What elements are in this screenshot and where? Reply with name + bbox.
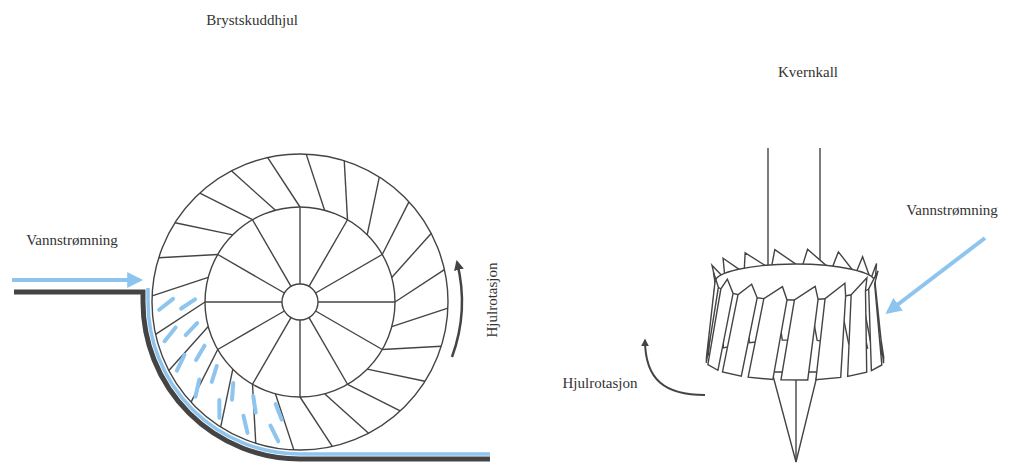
water-dash (276, 404, 282, 419)
wheel-blade (348, 384, 401, 411)
wheel-spoke (299, 320, 300, 397)
wheel-spoke (253, 318, 292, 385)
turbine-tip-edge (795, 378, 796, 462)
shaft-edge (767, 148, 768, 280)
wheel-blade (325, 394, 369, 433)
wheel-blade (367, 369, 425, 381)
wheel-spoke (316, 255, 383, 294)
wheel-blade (367, 177, 379, 235)
wheel-blade (231, 171, 275, 210)
wheel-inner-rim (205, 207, 395, 397)
water-dash (186, 323, 197, 335)
wheel-blade (395, 270, 444, 302)
wheel-blade (392, 233, 431, 277)
channel-wall (14, 292, 490, 459)
wheel-blade (306, 154, 324, 210)
water-dash (196, 346, 204, 360)
wheel-blade (392, 308, 448, 326)
figure-label: Hjulrotasjon (563, 374, 638, 392)
water-dash (253, 396, 255, 412)
water-dash (270, 426, 278, 442)
water-flow-arrow (12, 278, 140, 282)
rotation-arrow (452, 262, 462, 357)
wheel-spoke (318, 301, 395, 302)
wheel-blade (152, 277, 208, 295)
wheel-spoke (299, 207, 300, 284)
water-dash (177, 355, 185, 371)
water-dash (195, 379, 199, 396)
turbine-blades-front (706, 271, 882, 380)
wheel-blade (200, 193, 253, 220)
wheel-blade (159, 255, 218, 258)
rotation-arrow (645, 340, 705, 395)
breastshot-wheel (152, 154, 448, 450)
wheel-blade (191, 350, 218, 403)
wheel-spoke (218, 255, 285, 294)
figure-label: Brystskuddhjul (206, 11, 298, 29)
turbine-blade (748, 287, 787, 380)
turbine-blade (816, 283, 846, 379)
wheel-spoke (218, 311, 285, 350)
wheel-spoke (309, 318, 348, 385)
wheel-blade (175, 223, 233, 235)
figure-label: Vannstrømning (906, 201, 998, 219)
kvernkall-turbine (706, 148, 883, 462)
wheel-blade (382, 346, 441, 349)
wheel-blade (268, 158, 300, 207)
rotation-label: Hjulrotasjon (483, 263, 501, 338)
wheel-spoke (205, 301, 282, 302)
wheel-spoke (316, 311, 383, 350)
water-dash (217, 400, 221, 418)
figure-label: Vannstrømning (26, 231, 118, 249)
water-dash (181, 299, 195, 308)
wheel-hub (282, 284, 318, 320)
water-dash (212, 366, 217, 382)
water-dash (159, 299, 173, 310)
wheel-spokes (205, 207, 395, 397)
wheel-blade (344, 161, 347, 220)
water-in-buckets (159, 299, 281, 442)
figure-label: Kvernkall (778, 63, 838, 81)
wheel-blade (300, 397, 332, 446)
turbine-blade (869, 271, 882, 371)
turbine-blade (848, 278, 867, 377)
water-flow-arrow (888, 238, 985, 312)
wheel-blade (221, 369, 233, 427)
wheel-spoke (309, 220, 348, 287)
water-dash (232, 383, 233, 400)
wheel-outer-rim (152, 154, 448, 450)
water-dash (243, 416, 247, 433)
wheel-blade (253, 384, 256, 443)
wheel-blades (152, 154, 448, 450)
turbine-tip (772, 372, 818, 462)
wheel-blade (382, 202, 409, 255)
water-stream (148, 288, 490, 454)
wheel-spoke (253, 220, 292, 287)
water-dash (165, 327, 176, 341)
